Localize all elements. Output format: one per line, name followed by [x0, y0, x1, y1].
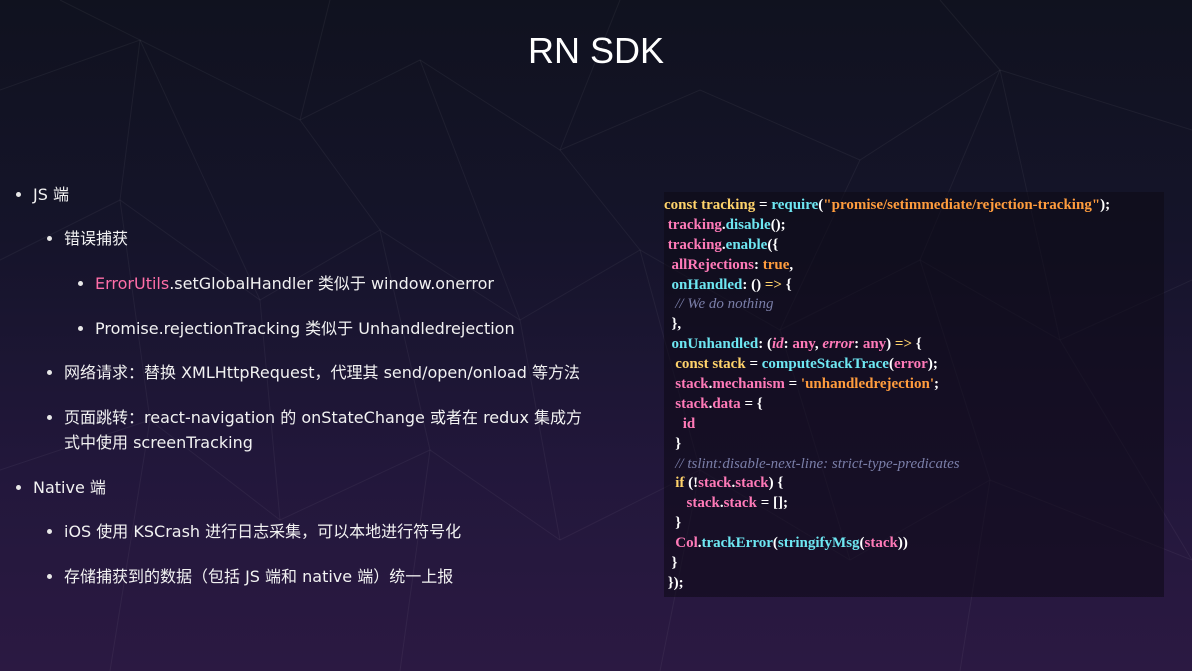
- bullet-dot: [16, 192, 21, 197]
- bullet-page-jump: 页面跳转：react-navigation 的 onStateChange 或者…: [47, 405, 582, 455]
- bullet-network: 网络请求：替换 XMLHttpRequest，代理其 send/open/onl…: [47, 360, 580, 385]
- code-line: // We do nothing: [664, 296, 774, 313]
- bullet-dot: [47, 415, 52, 420]
- bullet-text: JS 端: [33, 185, 69, 204]
- code-line: if (!stack.stack) {: [664, 475, 784, 492]
- code-block-background: [664, 192, 1164, 597]
- bullet-error-capture: 错误捕获: [47, 226, 129, 251]
- bullet-text: 存储捕获到的数据（包括 JS 端和 native 端）统一上报: [64, 567, 454, 586]
- code-line: });: [664, 574, 684, 591]
- code-line: allRejections: true,: [664, 256, 794, 273]
- code-line: stack.mechanism = 'unhandledrejection';: [664, 376, 939, 393]
- bullet-promise-tracking: Promise.rejectionTracking 类似于 Unhandledr…: [78, 316, 515, 341]
- bullet-text: 页面跳转：react-navigation 的 onStateChange 或者…: [64, 408, 582, 427]
- bullet-dot: [47, 236, 52, 241]
- code-line: const tracking = require("promise/setimm…: [664, 197, 1111, 213]
- bullet-text-continued: 式中使用 screenTracking: [64, 433, 253, 452]
- code-line: const stack = computeStackTrace(error);: [664, 356, 938, 373]
- code-line: onHandled: () => {: [664, 276, 792, 293]
- code-line: tracking.disable();: [664, 216, 786, 233]
- error-utils-highlight: ErrorUtils: [95, 274, 170, 293]
- code-line: },: [664, 316, 682, 333]
- code-line: // tslint:disable-next-line: strict-type…: [664, 455, 960, 472]
- code-line: Col.trackError(stringifyMsg(stack)): [664, 535, 908, 552]
- slide-title: RN SDK: [527, 30, 665, 71]
- code-line: }: [664, 435, 682, 452]
- bullet-text: .setGlobalHandler 类似于 window.onerror: [169, 274, 494, 293]
- bullet-list: JS 端 错误捕获 ErrorUtils.setGlobalHandler 类似…: [16, 182, 582, 589]
- code-block: const tracking = require("promise/setimm…: [664, 196, 1110, 594]
- code-line: id: [664, 415, 696, 432]
- bullet-dot: [47, 574, 52, 579]
- code-line: stack.data = {: [664, 395, 763, 412]
- bullet-text: iOS 使用 KSCrash 进行日志采集，可以本地进行符号化: [64, 522, 462, 541]
- bullet-dot: [78, 281, 83, 286]
- code-line: stack.stack = [];: [664, 495, 788, 512]
- bullet-text: Native 端: [33, 478, 106, 497]
- bullet-dot: [78, 326, 83, 331]
- bullet-ios: iOS 使用 KSCrash 进行日志采集，可以本地进行符号化: [47, 519, 462, 544]
- code-line: }: [664, 515, 682, 532]
- bullet-native-end: Native 端: [16, 475, 106, 500]
- bullet-text: 错误捕获: [64, 229, 129, 248]
- bullet-js-end: JS 端: [16, 182, 69, 207]
- bullet-dot: [47, 370, 52, 375]
- bullet-dot: [16, 485, 21, 490]
- bullet-dot: [47, 529, 52, 534]
- code-line: }: [664, 555, 678, 572]
- bullet-text: 网络请求：替换 XMLHttpRequest，代理其 send/open/onl…: [64, 363, 580, 382]
- code-line: onUnhandled: (id: any, error: any) => {: [664, 336, 922, 353]
- bullet-storage: 存储捕获到的数据（包括 JS 端和 native 端）统一上报: [47, 564, 454, 589]
- code-line: tracking.enable({: [664, 236, 779, 253]
- bullet-error-utils: ErrorUtils.setGlobalHandler 类似于 window.o…: [78, 271, 494, 296]
- bullet-text: Promise.rejectionTracking 类似于 Unhandledr…: [95, 319, 515, 338]
